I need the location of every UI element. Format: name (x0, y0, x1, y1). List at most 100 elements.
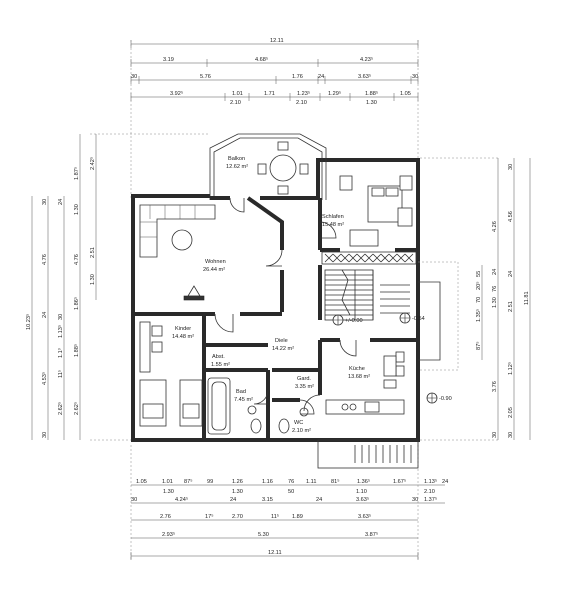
room-gard-area: 3.35 m² (295, 384, 314, 390)
balcony-chair-icon (277, 185, 289, 195)
dim-left-c1-1: 30 (42, 199, 48, 205)
room-bad-name: Bad (236, 389, 246, 395)
room-wc-area: 2.10 m² (292, 428, 311, 434)
dim-left-c2-4: 1.1³ (58, 348, 64, 358)
door-icon (265, 249, 283, 267)
dim-left-c3-2: 1.30 (74, 204, 80, 215)
dim-bot-r1-5: 1.26 (232, 479, 243, 485)
dim-right-c3-4: 1.35⁵ (475, 309, 482, 322)
dim-right-c1-3: 24 (508, 271, 514, 277)
dim-top-r3b-2: 2.10 (296, 100, 307, 106)
dim-top-r1-2: 4.68⁵ (255, 56, 268, 63)
kinder-bed-icon (179, 379, 203, 427)
room-balkon-area: 12.62 m² (226, 164, 248, 170)
dim-right-c3-1: 55 (476, 271, 482, 277)
dim-left-c2-1: 24 (58, 199, 64, 205)
dim-bot-r3-6: 3.63⁵ (358, 513, 371, 520)
dim-top-r3b-1: 2.10 (230, 100, 241, 106)
level-stair: -0.54 (412, 316, 425, 322)
balcony-chair-icon (257, 163, 267, 175)
dim-left-total: 10.23⁵ (25, 314, 32, 330)
dim-left-c2-6: 2.62⁵ (57, 402, 64, 415)
dim-left-c1-5: 30 (42, 432, 48, 438)
dim-bot-r2-1: 30 (131, 497, 137, 503)
dim-bot-r1-3: 87⁵ (184, 478, 193, 485)
room-diele-area: 14.22 m² (272, 346, 294, 352)
room-kinder-name: Kinder (175, 326, 191, 332)
dim-bot-r1-4: 99 (207, 479, 213, 485)
dim-top-r1-3: 4.23⁵ (360, 56, 373, 63)
kitchen-chair-icon (395, 351, 405, 363)
dim-bot-r1-1: 1.05 (136, 479, 147, 485)
dimension-chains-left: 10.23⁵ 30 4.76 24 4.53⁵ 30 24 30 1.13⁵ 1… (25, 134, 97, 440)
dim-bot-r4-3: 3.87⁵ (365, 531, 378, 538)
dim-bot-r1b-5: 2.10 (424, 489, 435, 495)
level-main: +/-0.00 (345, 318, 363, 324)
room-balkon-name: Balkon (228, 156, 245, 162)
dim-right-c1-1: 30 (508, 164, 514, 170)
dim-bot-r1-6: 1.16 (262, 479, 273, 485)
dim-right-c2-6: 30 (492, 432, 498, 438)
extension-lines (90, 40, 500, 560)
dim-right-c2-4: 1.30 (492, 297, 498, 308)
dim-top-r3-1: 3.92⁵ (170, 90, 183, 97)
dim-top-r3-6: 1.88⁵ (365, 90, 378, 97)
dim-left-c4-3: 1.30 (90, 274, 96, 285)
furniture (139, 141, 413, 435)
dim-bot-r1b-1: 1.30 (163, 489, 174, 495)
nightstand-icon (339, 175, 353, 191)
dim-bot-r1-11: 1.67⁵ (393, 478, 406, 485)
dim-top-r3-7: 1.05 (400, 91, 411, 97)
door-icon (339, 339, 357, 357)
dim-bot-r1-8: 1.11 (306, 479, 316, 485)
dim-bot-r1-9: 81⁵ (331, 478, 340, 485)
dim-top-r2-2: 5.76 (200, 74, 211, 80)
room-kueche-area: 13.68 m² (348, 374, 370, 380)
dim-bot-r3-4: 11⁵ (271, 513, 279, 520)
dim-top-r3-2: 1.01 (232, 91, 243, 97)
dim-right-c3-5: 87⁵ (475, 341, 482, 350)
dim-left-c4-1: 2.42⁵ (89, 157, 96, 170)
dim-bot-r3-3: 2.70 (232, 514, 243, 520)
kinder-bed-icon (139, 379, 167, 427)
dim-top-r3-4: 1.23⁵ (297, 90, 310, 97)
sofa-icon (139, 204, 216, 258)
dim-right-c1-4: 2.51 (508, 301, 514, 312)
dim-right-c1-5: 1.12⁵ (507, 362, 514, 375)
dim-right-c2-1: 4.26 (492, 221, 498, 232)
dim-top-r2-6: 30 (412, 74, 418, 80)
dim-left-c2-3: 1.13⁵ (57, 325, 64, 338)
dim-bot-r2-5: 24 (316, 497, 322, 503)
dim-bot-r4-1: 2.93⁵ (162, 531, 175, 538)
dim-right-c3-3: 70 (476, 297, 482, 303)
dim-bot-r2-6: 3.63⁵ (356, 496, 369, 503)
room-kinder-area: 14.48 m² (172, 334, 194, 340)
dim-top-r3-3: 1.71 (264, 91, 275, 97)
room-diele-name: Diele (275, 338, 288, 344)
dim-right-c1-2: 4.56 (508, 211, 514, 222)
dim-total-width-bottom: 12.11 (268, 550, 282, 556)
dim-bot-r2-8: 1.37⁵ (424, 496, 437, 503)
kitchen-chair-icon (395, 365, 405, 377)
dim-left-c2-5: 11⁵ (57, 370, 64, 378)
dim-bot-r1b-3: 50 (288, 489, 294, 495)
dim-bot-r1-12: 1.13⁵ (424, 478, 437, 485)
tv-cabinet-icon (183, 295, 205, 301)
dim-bot-r1-2: 1.01 (162, 479, 173, 485)
dim-left-c1-2: 4.76 (42, 254, 48, 265)
room-wohnen-name: Wohnen (205, 259, 226, 265)
wardrobe-icon (397, 207, 413, 227)
doors (214, 197, 357, 415)
dim-bot-r2-3: 24 (230, 497, 236, 503)
dim-bot-r3-2: 17⁵ (205, 513, 214, 520)
dim-left-c4-2: 2.51 (90, 247, 96, 258)
dim-bot-r3-5: 1.89 (292, 514, 303, 520)
dim-bot-r2-4: 3.15 (262, 497, 273, 503)
door-icon (214, 313, 234, 333)
level-outside: -0.90 (439, 396, 452, 402)
dim-left-c3-1: 1.87⁵ (73, 167, 80, 180)
kinder-wardrobe-icon (139, 321, 151, 373)
dim-left-c2-2: 30 (58, 314, 64, 320)
dim-left-c3-6: 2.62⁵ (73, 402, 80, 415)
dim-right-c3-2: 20⁵ (475, 281, 482, 290)
